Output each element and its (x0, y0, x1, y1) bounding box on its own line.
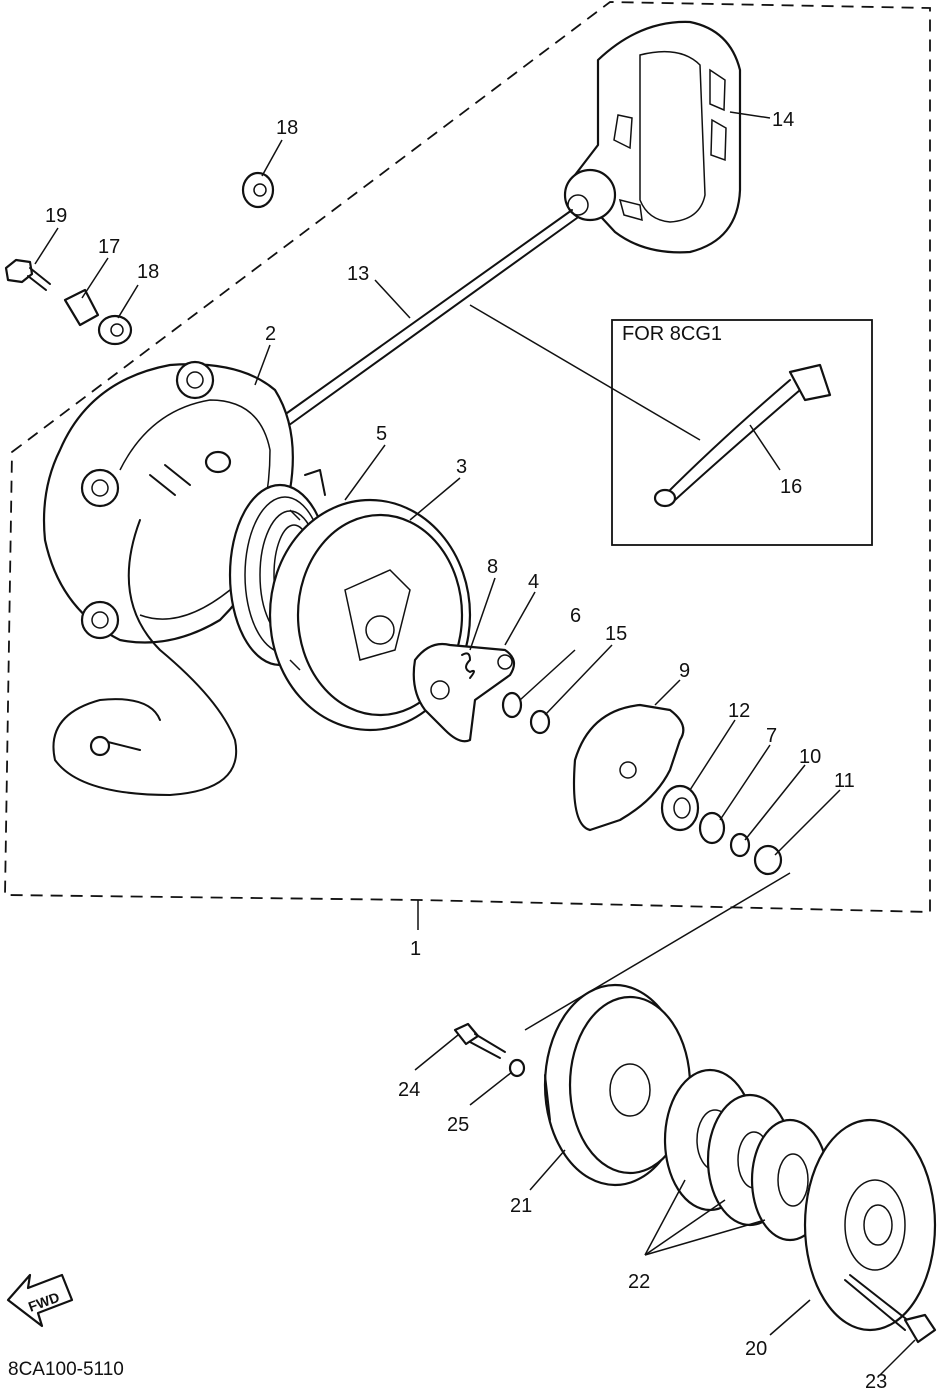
callout-19: 19 (45, 205, 67, 227)
leader-lines (34, 111, 916, 1376)
starter-rope (279, 209, 578, 429)
washer-25 (508, 1058, 526, 1078)
callout-21: 21 (510, 1195, 532, 1217)
drive-plate (572, 703, 685, 832)
starter-handle (563, 20, 742, 254)
callout-9: 9 (679, 660, 690, 682)
bushing (660, 784, 700, 832)
callout-14: 14 (772, 109, 794, 131)
collar-17 (63, 288, 100, 327)
callout-18-lower: 18 (137, 261, 159, 283)
callout-24: 24 (398, 1079, 420, 1101)
callout-13: 13 (347, 263, 369, 285)
callout-7: 7 (766, 725, 777, 747)
callout-10: 10 (799, 746, 821, 768)
callout-15: 15 (605, 623, 627, 645)
callout-16: 16 (780, 476, 802, 498)
callout-22: 22 (628, 1271, 650, 1293)
callout-2: 2 (265, 323, 276, 345)
callout-11: 11 (834, 770, 855, 792)
pawl-spring (461, 652, 475, 679)
grommet-18-lower (97, 314, 133, 346)
bolt-23 (844, 1274, 911, 1331)
drive-pawl (412, 642, 516, 743)
drawing-code: 8CA100-5110 (8, 1359, 124, 1380)
callout-20: 20 (745, 1338, 767, 1360)
bolt-19 (4, 258, 51, 291)
callout-17: 17 (98, 236, 120, 258)
friction-discs (663, 1068, 830, 1242)
callout-8: 8 (487, 556, 498, 578)
grommet-18-upper (241, 171, 275, 209)
bolt-24 (453, 1022, 506, 1059)
callout-6: 6 (570, 605, 581, 627)
inset-box (611, 319, 873, 546)
nut (753, 844, 783, 876)
callout-25: 25 (447, 1114, 469, 1136)
washer (529, 709, 551, 735)
inset-label: FOR 8CG1 (622, 323, 722, 345)
callout-23: 23 (865, 1371, 887, 1390)
switch-cord (52, 519, 238, 796)
rear-plate (803, 1118, 937, 1332)
plate-washer (698, 811, 726, 845)
callout-4: 4 (528, 571, 539, 593)
callout-18-upper: 18 (276, 117, 298, 139)
callout-12: 12 (728, 700, 750, 722)
inset-cord (653, 363, 832, 508)
assembly-boundary (4, 1, 931, 913)
fwd-arrow: FWD (6, 1273, 74, 1328)
callout-5: 5 (376, 423, 387, 445)
callout-1: 1 (410, 938, 421, 960)
callout-3: 3 (456, 456, 467, 478)
starter-pulley (543, 983, 692, 1187)
spring (501, 691, 523, 719)
